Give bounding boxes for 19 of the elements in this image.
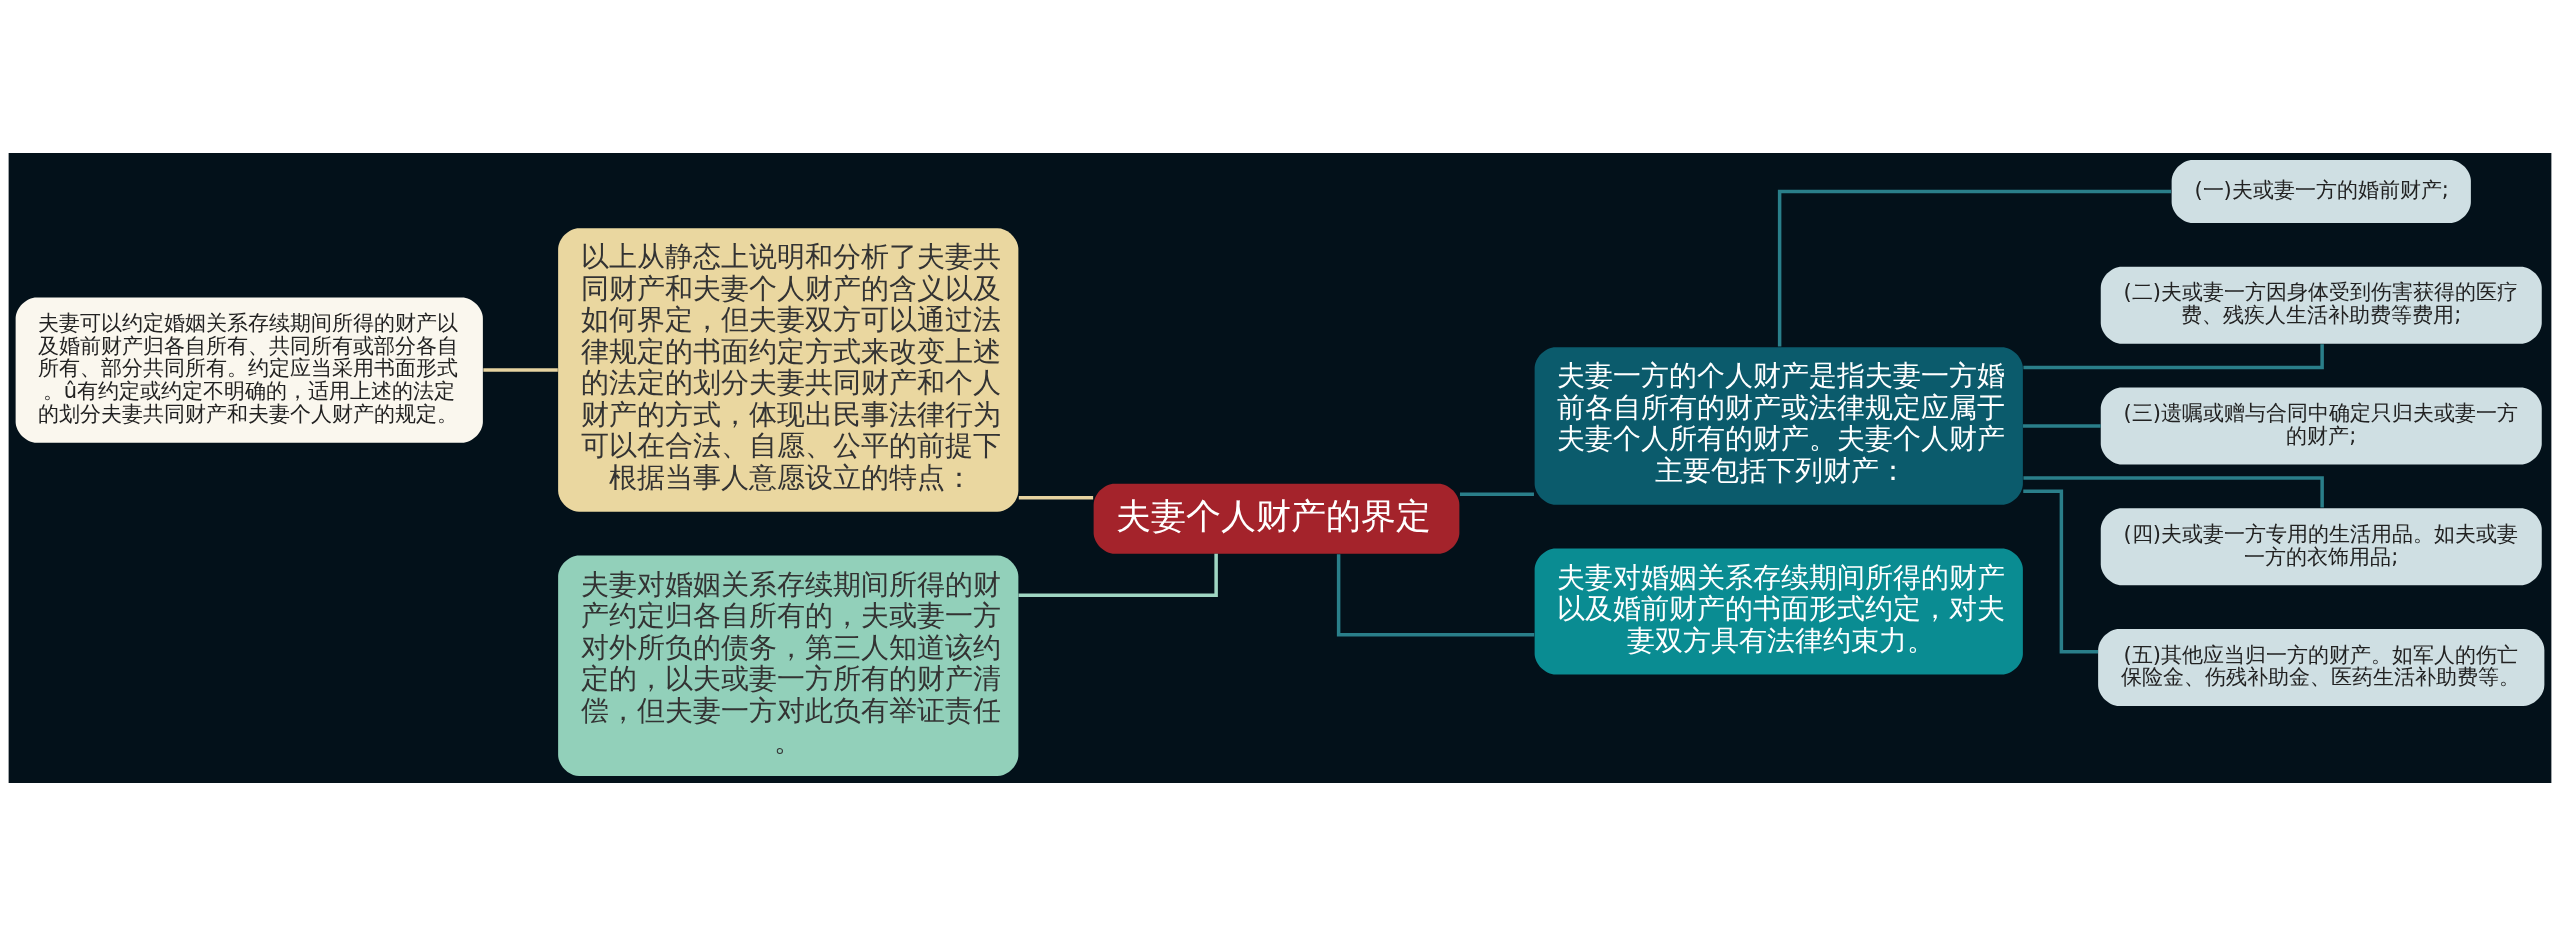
node-box: 夫妻对婚姻关系存续期间所得的财产约定归各自所有的，夫或妻一方对外所负的债务，第三人知道该约定的，以夫或妻一方所有的财产清偿，但夫妻一方对此负有举证责任。 xyxy=(558,555,1019,776)
node-box: 夫妻个人财产的界定 xyxy=(1093,483,1460,554)
connector xyxy=(1336,553,1535,637)
connector xyxy=(483,367,558,372)
node-box: (二)夫或妻一方因身体受到伤害获得的医疗费、残疾人生活补助费等费用; xyxy=(2100,266,2542,344)
connector xyxy=(2023,423,2101,428)
node-box: (一)夫或妻一方的婚前财产; xyxy=(2171,159,2471,223)
node-box: (五)其他应当归一方的财产。如军人的伤亡保险金、伤残补助金、医药生活补助费等。 xyxy=(2098,628,2545,706)
connector xyxy=(2023,343,2324,369)
node-box: 夫妻对婚姻关系存续期间所得的财产以及婚前财产的书面形式约定，对夫妻双方具有法律约束力。 xyxy=(1534,548,2023,674)
node-box: (四)夫或妻一方专用的生活用品。如夫或妻一方的衣饰用品; xyxy=(2100,507,2542,585)
connector xyxy=(1018,553,1218,597)
connector xyxy=(1459,492,1534,496)
node-box: 夫妻可以约定婚姻关系存续期间所得的财产以及婚前财产归各自所有、共同所有或部分各自所有、部分共同所有。约定应当采用书面形式。û有约定或约定不明确的，适用上述的法定的划分夫妻共同财产和夫妻个人财产的规定。 xyxy=(15,296,483,443)
node-box: 以上从静态上说明和分析了夫妻共同财产和夫妻个人财产的含义以及如何界定，但夫妻双方可以通过法律规定的书面约定方式来改变上述的法定的划分夫妻共同财产和个人财产的方式，体现出民事法律行为可以在合法、自愿、公平的前提下根据当事人意愿设立的特点： xyxy=(558,227,1019,512)
node-box: 夫妻一方的个人财产是指夫妻一方婚前各自所有的财产或法律规定应属于夫妻个人所有的财产。夫妻个人财产主要包括下列财产： xyxy=(1534,346,2023,505)
node-box: (三)遗嘱或赠与合同中确定只归夫或妻一方的财产; xyxy=(2100,387,2542,464)
connector xyxy=(1018,495,1094,499)
connector xyxy=(1777,189,2172,347)
